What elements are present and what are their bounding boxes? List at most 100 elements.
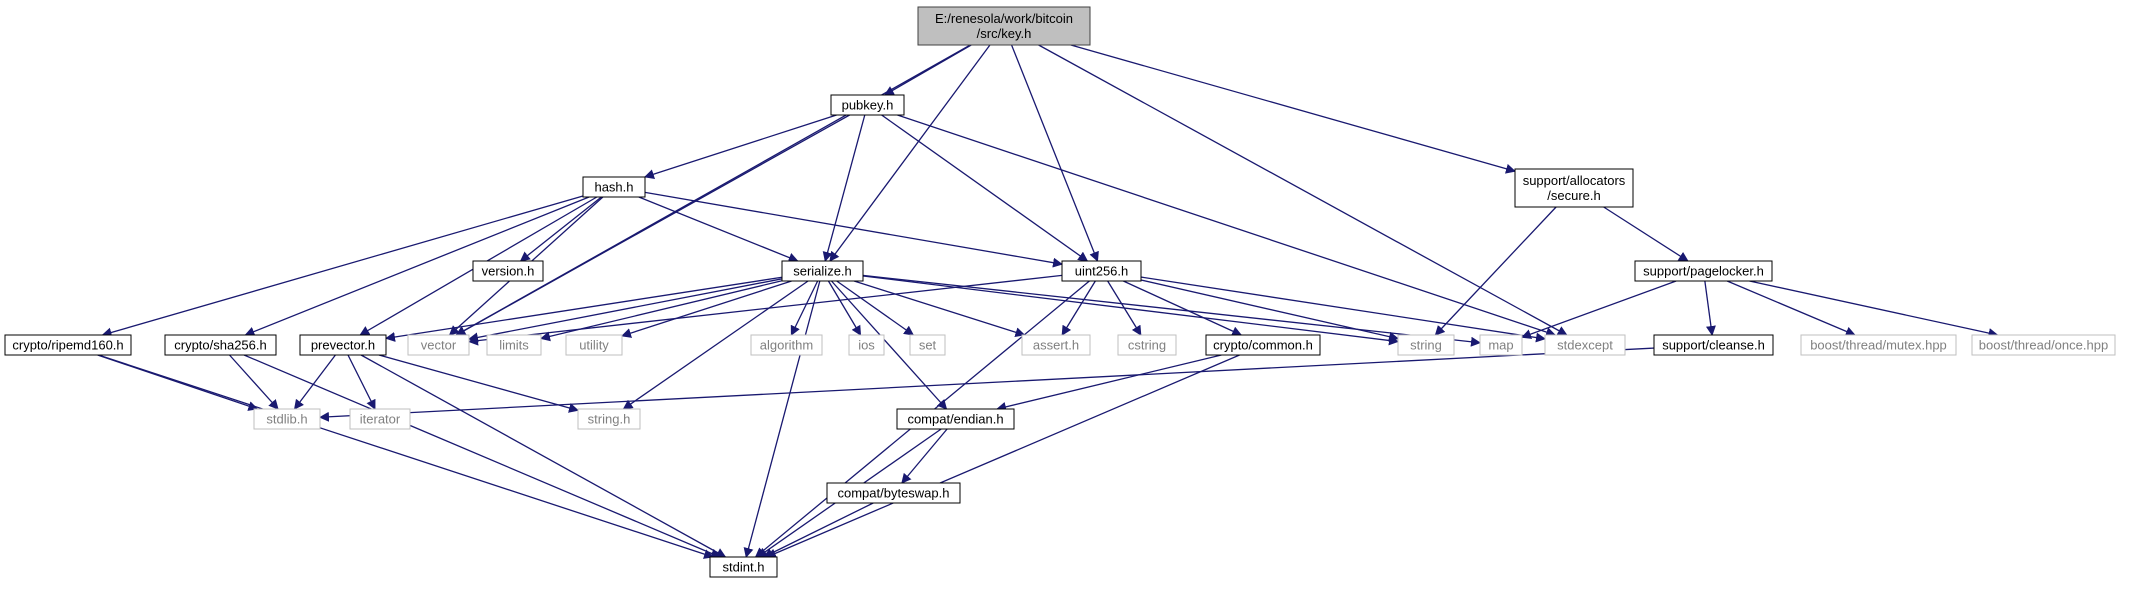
node-label: crypto/ripemd160.h — [12, 338, 123, 353]
edge-pagelocker-to-once — [1749, 280, 1999, 338]
node-label: prevector.h — [311, 338, 375, 353]
node-box — [349, 408, 411, 430]
node-box — [1971, 334, 2116, 356]
node-label: crypto/sha256.h — [174, 338, 267, 353]
node-label: /secure.h — [1547, 188, 1600, 203]
node-pagelocker[interactable]: support/pagelocker.h — [1634, 260, 1773, 282]
node-utility[interactable]: utility — [565, 334, 623, 356]
edge-key-to-serialize — [829, 44, 991, 262]
edge-pubkey-to-hash — [643, 114, 837, 179]
node-once[interactable]: boost/thread/once.hpp — [1971, 334, 2116, 356]
node-uint256[interactable]: uint256.h — [1061, 260, 1142, 282]
edge-hash-to-sha256 — [244, 196, 590, 337]
node-byteswap[interactable]: compat/byteswap.h — [826, 482, 961, 504]
node-label: algorithm — [760, 338, 813, 353]
edge-serialize-to-utility — [621, 280, 792, 338]
node-label: utility — [579, 338, 609, 353]
edge-byteswap-to-stdint — [762, 502, 874, 558]
edge-ripemd160-to-stdint — [98, 354, 715, 559]
node-cleanse[interactable]: support/cleanse.h — [1653, 334, 1774, 356]
node-label: stdlib.h — [266, 412, 307, 427]
edge-pagelocker-to-mutex — [1726, 280, 1856, 337]
node-pubkey[interactable]: pubkey.h — [830, 94, 905, 116]
node-box — [709, 556, 778, 578]
node-label: hash.h — [594, 180, 633, 195]
edge-pagelocker-to-cleanse — [1704, 280, 1716, 336]
node-label: vector — [421, 338, 457, 353]
node-prevector[interactable]: prevector.h — [299, 334, 387, 356]
edge-sha256-to-stdlib — [229, 354, 279, 410]
edge-prevector-to-stdint — [360, 354, 727, 558]
node-version[interactable]: version.h — [472, 260, 544, 282]
node-ripemd160[interactable]: crypto/ripemd160.h — [4, 334, 132, 356]
edge-uint256-to-string — [1140, 279, 1399, 342]
node-box — [486, 334, 542, 356]
edge-pubkey-to-serialize — [822, 114, 866, 262]
node-iterator[interactable]: iterator — [349, 408, 411, 430]
node-stdlib[interactable]: stdlib.h — [253, 408, 321, 430]
node-assert[interactable]: assert.h — [1021, 334, 1091, 356]
node-label: uint256.h — [1075, 264, 1129, 279]
edge-secure-to-pagelocker — [1603, 206, 1689, 262]
edge-endian-to-byteswap — [901, 428, 948, 484]
edge-uint256-to-assert — [1061, 280, 1096, 336]
node-label: ios — [858, 338, 875, 353]
node-box — [1061, 260, 1142, 282]
edge-pubkey-to-uint256 — [881, 114, 1089, 262]
node-secure[interactable]: support/allocators/secure.h — [1514, 168, 1634, 208]
edge-prevector-to-iterator — [347, 354, 376, 410]
edge-key-to-uint256 — [1010, 44, 1099, 262]
node-label: support/allocators — [1523, 173, 1626, 188]
node-vector[interactable]: vector — [407, 334, 470, 356]
node-stdexcept[interactable]: stdexcept — [1544, 334, 1626, 356]
node-label: pubkey.h — [842, 98, 894, 113]
node-algorithm[interactable]: algorithm — [750, 334, 823, 356]
edge-serialize-to-vector — [468, 278, 783, 343]
node-limits[interactable]: limits — [486, 334, 542, 356]
node-label: string — [1410, 338, 1442, 353]
node-label: set — [919, 338, 937, 353]
node-box — [848, 334, 885, 356]
node-label: crypto/common.h — [1213, 338, 1313, 353]
node-box — [781, 260, 864, 282]
node-cryptocommon[interactable]: crypto/common.h — [1205, 334, 1321, 356]
node-label: boost/thread/once.hpp — [1979, 338, 2108, 353]
edge-hash-to-version — [519, 196, 602, 262]
edge-key-to-stdexcept — [1038, 44, 1568, 336]
node-serialize[interactable]: serialize.h — [781, 260, 864, 282]
edge-hash-to-uint256 — [644, 191, 1063, 268]
node-label: cstring — [1128, 338, 1166, 353]
node-string[interactable]: string — [1397, 334, 1455, 356]
node-cstring[interactable]: cstring — [1117, 334, 1177, 356]
node-label: string.h — [588, 412, 631, 427]
node-box — [299, 334, 387, 356]
node-stdint[interactable]: stdint.h — [709, 556, 778, 578]
edge-key-to-secure — [1070, 44, 1516, 174]
node-label: compat/byteswap.h — [837, 486, 949, 501]
node-stringh[interactable]: string.h — [577, 408, 641, 430]
node-box — [1544, 334, 1626, 356]
node-box — [4, 334, 132, 356]
node-sha256[interactable]: crypto/sha256.h — [164, 334, 277, 356]
node-hash[interactable]: hash.h — [582, 176, 646, 198]
edge-serialize-to-map — [862, 274, 1481, 347]
node-map[interactable]: map — [1479, 334, 1523, 356]
node-key[interactable]: E:/renesola/work/bitcoin/src/key.h — [917, 6, 1091, 46]
node-endian[interactable]: compat/endian.h — [896, 408, 1015, 430]
node-box — [826, 482, 961, 504]
node-label: limits — [499, 338, 529, 353]
node-label: serialize.h — [793, 264, 852, 279]
node-mutex[interactable]: boost/thread/mutex.hpp — [1800, 334, 1957, 356]
edge-secure-to-string — [1434, 206, 1557, 336]
node-box — [1397, 334, 1455, 356]
node-box — [1800, 334, 1957, 356]
edge-uint256-to-cstring — [1107, 280, 1142, 336]
edge-serialize-to-prevector — [385, 276, 783, 342]
node-box — [896, 408, 1015, 430]
edge-cryptocommon-to-stdint — [765, 354, 1240, 559]
node-set[interactable]: set — [909, 334, 946, 356]
node-label: stdint.h — [723, 560, 765, 575]
node-ios[interactable]: ios — [848, 334, 885, 356]
edge-sha256-to-stdint — [243, 354, 721, 559]
